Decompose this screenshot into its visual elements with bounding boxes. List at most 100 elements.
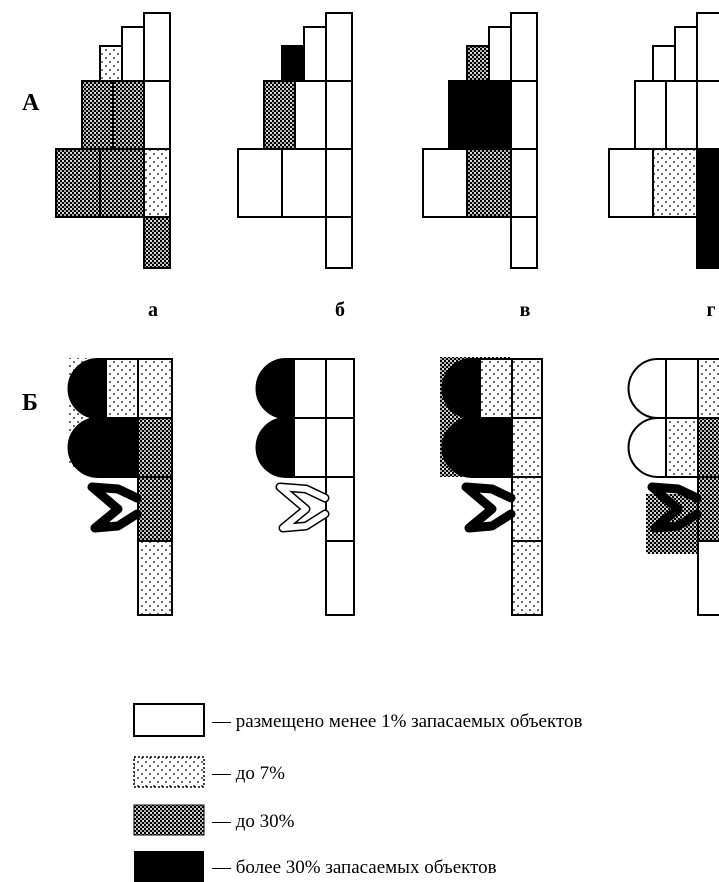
shelf-panel-g	[627, 358, 719, 616]
hook-shape	[277, 484, 328, 531]
legend-swatch-dots	[133, 756, 205, 788]
shelf-cell-dots	[511, 540, 543, 616]
rack-cell-black	[448, 80, 481, 150]
shelf-cell-cross	[697, 476, 719, 542]
legend-item-dots: — до 7%	[133, 756, 285, 788]
shelf-panel-b	[255, 358, 355, 616]
shelf-cell-cross	[137, 417, 173, 478]
rack-cell-dots	[652, 148, 698, 218]
shelf-cell-dots	[511, 358, 543, 419]
rack-cell-dots	[143, 148, 171, 218]
shelf-cell-dots	[511, 417, 543, 478]
rack-cell-white	[237, 148, 283, 218]
row-label-a: А	[22, 90, 40, 116]
rack-cell-white	[325, 148, 353, 218]
hook-shape	[87, 482, 142, 533]
rack-cell-black	[696, 148, 719, 218]
rack-cell-white	[325, 80, 353, 150]
shelf-rounded-black	[255, 417, 295, 478]
shelf-cell-white	[665, 358, 699, 419]
rack-cell-white	[634, 80, 667, 150]
shelf-cell-dots	[697, 358, 719, 419]
legend-label-dots: — до 7%	[211, 763, 285, 784]
rack-cell-black	[696, 216, 719, 269]
rack-cell-cross	[99, 148, 145, 218]
rack-cell-cross	[466, 45, 490, 82]
legend-item-white: — размещено менее 1% запасаемых объектов	[133, 703, 583, 737]
rack-cell-white	[488, 26, 512, 82]
shelf-cell-white	[325, 476, 355, 542]
shelf-rounded-black	[441, 358, 481, 419]
legend-item-black: — более 30% запасаемых объектов	[134, 851, 497, 882]
shelf-cell-dots	[137, 540, 173, 616]
column-label-a: а	[148, 299, 158, 321]
rack-cell-cross	[466, 148, 512, 218]
rack-cell-white	[696, 12, 719, 82]
rack-cell-cross	[143, 216, 171, 269]
rack-cell-white	[303, 26, 327, 82]
shelf-panel-a	[67, 358, 173, 616]
shelf-cell-dots	[511, 476, 543, 542]
shelf-cell-white	[293, 358, 327, 419]
shelf-rounded-black	[67, 417, 139, 478]
shelf-cell-white	[697, 540, 719, 616]
rack-cell-cross	[81, 80, 114, 150]
rack-cell-white	[696, 80, 719, 150]
rack-cell-cross	[55, 148, 101, 218]
shelf-cell-cross	[137, 476, 173, 542]
shelf-rounded-white	[627, 358, 667, 419]
shelf-cell-dots	[479, 358, 513, 419]
column-label-g: г	[706, 299, 715, 321]
rack-cell-cross	[263, 80, 296, 150]
shelf-rounded-black	[67, 358, 107, 419]
rack-cell-white	[510, 80, 538, 150]
legend-label-cross: — до 30%	[211, 811, 295, 832]
rack-cell-white	[665, 80, 698, 150]
shelf-cell-dots	[665, 417, 699, 478]
column-label-v: в	[520, 299, 531, 321]
rack-cell-white	[325, 216, 353, 269]
legend-swatch-black	[134, 851, 204, 882]
shelf-rounded-black	[441, 417, 513, 478]
shelf-rounded-white	[627, 417, 667, 478]
shelf-panel-v	[440, 357, 543, 616]
rack-cell-white	[143, 80, 171, 150]
hook-shape	[647, 482, 702, 533]
rack-cell-dots	[99, 45, 123, 82]
rack-cell-white	[510, 216, 538, 269]
shelf-cell-dots	[105, 358, 139, 419]
shelf-cell-white	[325, 358, 355, 419]
legend-item-cross: — до 30%	[133, 804, 295, 836]
rack-panel-a	[55, 12, 171, 269]
legend-swatch-white	[133, 703, 205, 737]
shelf-cell-white	[293, 417, 327, 478]
rack-cell-white	[608, 148, 654, 218]
rack-cell-white	[325, 12, 353, 82]
rack-cell-white	[422, 148, 468, 218]
rack-cell-white	[510, 12, 538, 82]
rack-cell-cross	[112, 80, 145, 150]
hook-shape	[461, 482, 516, 533]
legend: — размещено менее 1% запасаемых объектов…	[133, 703, 583, 882]
legend-label-white: — размещено менее 1% запасаемых объектов	[211, 711, 583, 732]
row-label-b: Б	[22, 390, 38, 416]
shelf-cell-dots	[137, 358, 173, 419]
rack-cell-white	[281, 148, 327, 218]
rack-panel-b	[237, 12, 353, 269]
rack-cell-white	[294, 80, 327, 150]
rack-cell-white	[652, 45, 676, 82]
rack-cell-white	[510, 148, 538, 218]
legend-label-black: — более 30% запасаемых объектов	[211, 857, 497, 878]
rack-panel-g	[608, 12, 719, 269]
rack-cell-white	[143, 12, 171, 82]
shelf-cell-white	[325, 417, 355, 478]
rack-cell-black	[479, 80, 512, 150]
legend-swatch-cross	[133, 804, 205, 836]
shelf-cell-white	[325, 540, 355, 616]
rack-panel-v	[422, 12, 538, 269]
shelf-cell-cross	[697, 417, 719, 478]
rack-cell-white	[121, 26, 145, 82]
column-label-b: б	[335, 299, 345, 321]
rack-cell-white	[674, 26, 698, 82]
